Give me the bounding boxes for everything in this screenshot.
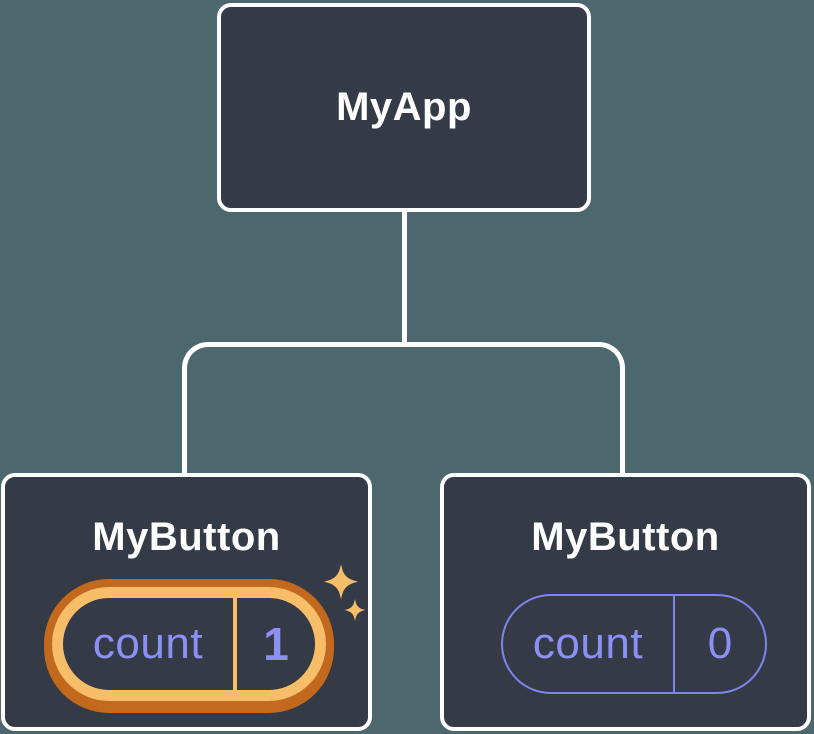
node-myapp: MyApp <box>217 3 591 212</box>
connector-branch <box>182 342 625 473</box>
state-pill-count-1: count 1 <box>52 587 326 701</box>
state-value: 1 <box>263 618 289 670</box>
state-value: 0 <box>707 619 733 668</box>
state-key: count <box>532 619 644 668</box>
node-mybutton-2: MyButton count 0 <box>440 473 811 731</box>
state-key: count <box>92 619 204 668</box>
pill-divider <box>673 596 675 692</box>
node-mybutton-2-label: MyButton <box>531 515 720 559</box>
node-mybutton-1-label: MyButton <box>92 515 281 559</box>
connector-stem <box>402 210 407 344</box>
sparkles-icon <box>324 564 366 621</box>
node-mybutton-1: MyButton count 1 <box>1 473 372 731</box>
state-pill-count-0: count 0 <box>501 594 767 694</box>
pill-divider <box>233 598 237 690</box>
node-myapp-label: MyApp <box>336 85 472 129</box>
